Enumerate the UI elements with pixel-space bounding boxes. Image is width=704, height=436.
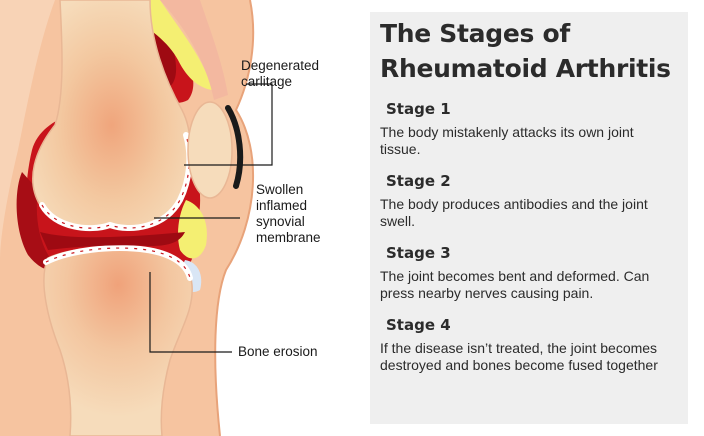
- stage-title: Stage 3: [386, 244, 451, 262]
- stage-description: The body produces antibodies and the joi…: [380, 196, 648, 229]
- patella-tendon-dark: [225, 105, 244, 189]
- cartilage-leader: [184, 83, 273, 166]
- bone-leader: [149, 272, 232, 353]
- label-synovial-membrane: Swollen inflamed synovial membrane: [256, 182, 321, 245]
- label-degenerated-cartilage: Degenerated carlitage: [241, 58, 320, 89]
- stage-title: Stage 2: [386, 172, 451, 190]
- stage-description: The body mistakenly attacks its own join…: [380, 124, 634, 157]
- knee-joint-illustration: [0, 0, 273, 436]
- stage-1: Stage 1 The body mistakenly attacks its …: [380, 100, 678, 158]
- panel-title: The Stages of Rheumatoid Arthritis: [380, 19, 671, 83]
- stage-4: Stage 4 If the disease isn’t treated, th…: [380, 316, 678, 374]
- patella: [187, 101, 233, 199]
- label-bone-erosion: Bone erosion: [238, 344, 318, 359]
- stage-2: Stage 2 The body produces antibodies and…: [380, 172, 678, 230]
- stages-panel: The Stages of Rheumatoid Arthritis Stage…: [370, 12, 688, 424]
- joint-space: [40, 232, 185, 250]
- stage-description: If the disease isn’t treated, the joint …: [380, 340, 658, 373]
- synovial-membrane-left: [16, 172, 58, 270]
- patella-cartilage: [178, 200, 207, 259]
- stage-title: Stage 4: [386, 316, 451, 334]
- skin-outline: [214, 0, 255, 436]
- stage-3: Stage 3 The joint becomes bent and defor…: [380, 244, 678, 302]
- left-soft-tissue: [0, 0, 55, 260]
- tibia-cartilage: [43, 245, 193, 281]
- stage-description: The joint becomes bent and deformed. Can…: [380, 268, 650, 301]
- stage-title: Stage 1: [386, 100, 451, 118]
- tendon-band: [100, 0, 212, 90]
